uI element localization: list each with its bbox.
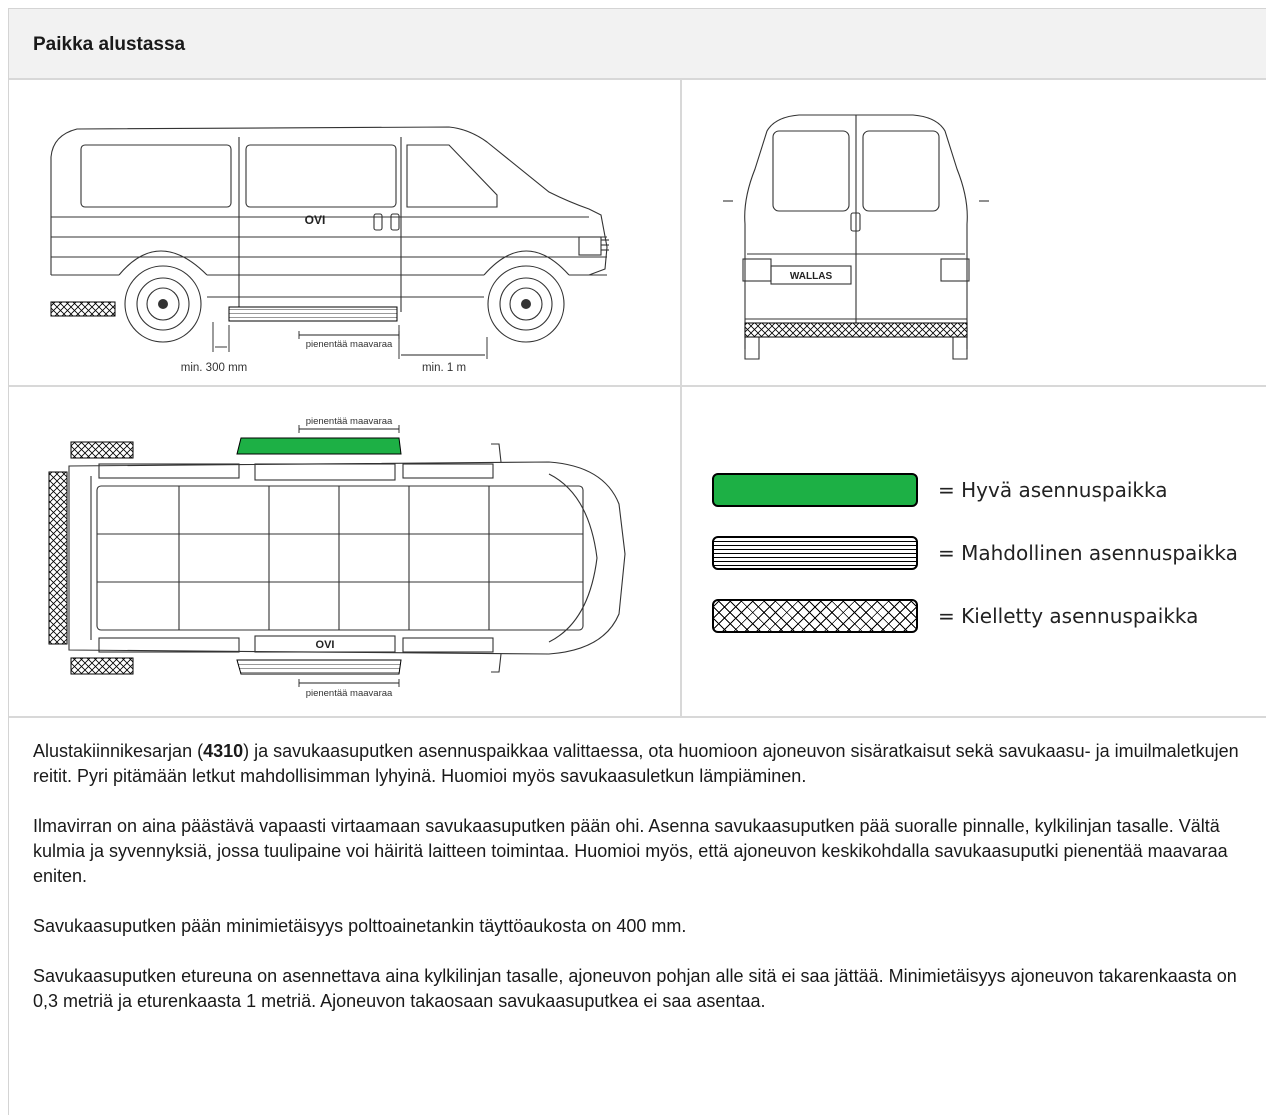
paragraph-position: Savukaasuputken etureuna on asennettava … [33, 966, 1237, 1011]
paragraph-fuel-distance: Savukaasuputken pään minimietäisyys polt… [33, 916, 687, 936]
legend-label-possible: = Mahdollinen asennuspaikka [938, 541, 1238, 565]
van-side-view-image: OVI pienentää maavaraa min. 300 mm min. … [50, 126, 609, 374]
legend-swatch-possible [712, 536, 918, 570]
legend-item-possible: = Mahdollinen asennuspaikka [712, 536, 1238, 570]
min-rear-label: min. 300 mm [181, 362, 247, 374]
placement-panel: Paikka alustassa [8, 8, 1266, 1115]
reduce-clearance-label: pienentää maavaraa [306, 339, 393, 350]
top-door-label: OVI [316, 639, 335, 651]
van-rear-view-image: WALLAS [723, 114, 989, 360]
panel-title: Paikka alustassa [33, 34, 186, 55]
license-plate: WALLAS [790, 271, 833, 282]
paragraph-bracket-set: Alustakiinnikesarjan (4310) ja savukaasu… [33, 739, 1258, 789]
product-code: 4310 [203, 741, 244, 761]
van-top-view-image: pienentää maavaraa [48, 416, 626, 699]
paragraph-text: Alustakiinnikesarjan ( [33, 741, 204, 761]
rear-view-diagram: WALLAS [709, 109, 989, 369]
grid-divider-vertical [680, 80, 682, 718]
bottom-reduce-clearance-label: pienentää maavaraa [306, 688, 393, 699]
legend-item-good: = Hyvä asennuspaikka [712, 473, 1167, 507]
legend-swatch-forbidden [712, 599, 918, 633]
legend-label-good: = Hyvä asennuspaikka [938, 478, 1168, 502]
paragraph-text: ) ja savukaasuputken asennuspaikkaa vali… [33, 741, 1239, 786]
top-view-diagram: pienentää maavaraa [29, 404, 649, 704]
side-view-diagram: OVI pienentää maavaraa min. 300 mm min. … [29, 97, 629, 377]
top-reduce-clearance-label: pienentää maavaraa [306, 416, 393, 427]
door-label: OVI [305, 213, 326, 227]
grid-divider-horizontal [9, 385, 1266, 387]
instructions-text: Alustakiinnikesarjan (4310) ja savukaasu… [33, 739, 1258, 1039]
paragraph-airflow: Ilmavirran on aina päästävä vapaasti vir… [33, 816, 1228, 886]
grid-divider-horizontal [9, 716, 1266, 718]
min-front-label: min. 1 m [422, 362, 466, 374]
legend-item-forbidden: = Kielletty asennuspaikka [712, 599, 1198, 633]
panel-header: Paikka alustassa [9, 9, 1266, 80]
legend-swatch-good [712, 473, 918, 507]
legend-label-forbidden: = Kielletty asennuspaikka [938, 604, 1199, 628]
